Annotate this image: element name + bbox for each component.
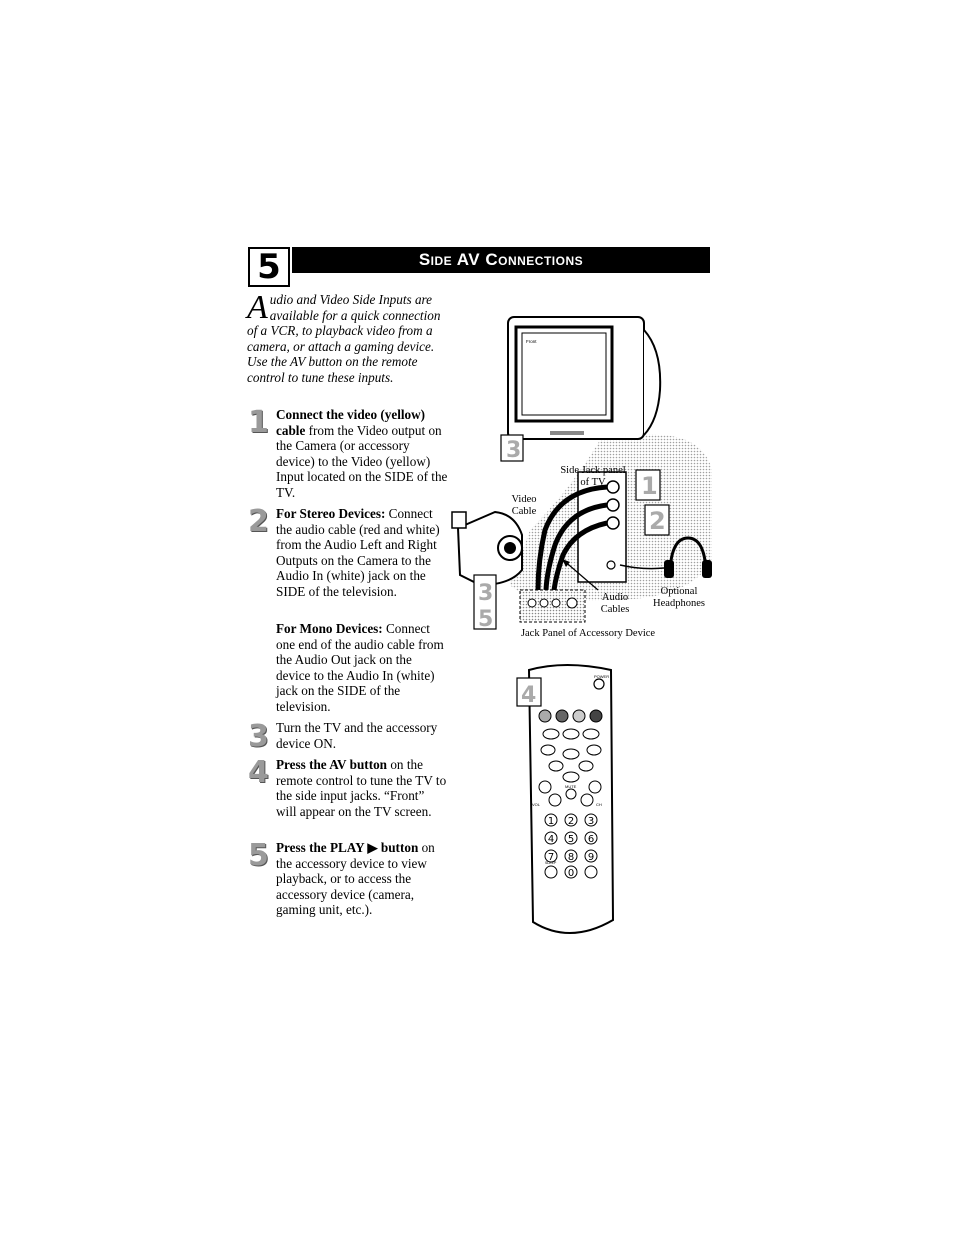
power-button [593, 678, 605, 690]
step-2-bold: For Stereo Devices: [276, 506, 386, 521]
step-2-text: For Stereo Devices: Connect the audio ca… [276, 506, 448, 600]
step-1-text: Connect the video (yellow) cable from th… [276, 407, 448, 501]
remote-control-illustration: 4 POWER VOL CH MUTE 1 2 3 4 5 6 7 8 9 0 … [516, 664, 615, 934]
step-5-text: Press the PLAY ▶ button on the accessory… [276, 840, 448, 918]
tv-illustration [507, 316, 662, 440]
connection-diagram: Front 3 1 2 3 5 [451, 316, 712, 632]
callout-device-3: 3 [478, 581, 493, 606]
headphones-illustration [619, 536, 712, 578]
key-3: 3 [588, 816, 594, 827]
step-4-body: on the remote control to tune the TV to … [276, 757, 447, 819]
step-4-text: Press the AV button on the remote contro… [276, 757, 448, 819]
step-3-number: 3 [248, 719, 269, 754]
step-1-body: from the Video output on the Camera (or … [276, 422, 448, 500]
mono-devices-body: Connect one end of the audio cable from … [276, 621, 444, 714]
callout-tv-3: 3 [506, 438, 521, 463]
step-2-body: Connect the audio cable (red and white) … [276, 506, 440, 599]
step-4-bold: Press the AV button [276, 757, 388, 772]
audio-cables-label: Audio Cables [600, 592, 630, 615]
power-label: POWER [594, 674, 609, 679]
key-0: 0 [568, 868, 574, 879]
section-title-bar: Side AV Connections [292, 247, 710, 273]
side-jack-panel-label: Side Jack panel of TV [560, 465, 626, 488]
intro-dropcap: A [247, 289, 268, 326]
video-cable-label: Video Cable [511, 494, 537, 517]
callout-video-1: 1 [641, 472, 658, 500]
step-1-number: 1 [248, 405, 269, 440]
step-4-number: 4 [248, 755, 269, 790]
step-3-text: Turn the TV and the accessory device ON. [276, 720, 448, 751]
section-number-box: 5 [248, 247, 290, 287]
key-9: 9 [588, 852, 594, 863]
jack-panel-accessory-label: Jack Panel of Accessory Device [520, 628, 656, 639]
sleep-label: SLEEP [545, 861, 557, 865]
step-2-number: 2 [248, 504, 269, 539]
vol-label: VOL [532, 802, 541, 807]
camera-illustration [451, 510, 523, 587]
mono-devices-text: For Mono Devices: Connect one end of the… [276, 621, 448, 715]
mono-devices-bold: For Mono Devices: [276, 621, 383, 636]
key-2: 2 [568, 816, 574, 827]
optional-headphones-label: Optional Headphones [653, 586, 705, 609]
tv-screen-text: Front [526, 339, 537, 344]
key-1: 1 [548, 816, 554, 827]
callout-device-5: 5 [478, 607, 493, 632]
intro-text: udio and Video Side Inputs are available… [247, 292, 441, 385]
mute-label: MUTE [565, 784, 577, 789]
callout-remote-4: 4 [521, 683, 536, 708]
section-number: 5 [257, 247, 281, 287]
step-5-body: on the accessory device to view playback… [276, 840, 435, 918]
step-5-number: 5 [248, 838, 269, 873]
step-1-bold: Connect the video (yellow) cable [276, 407, 426, 438]
ch-label: CH [596, 802, 602, 807]
key-6: 6 [588, 834, 594, 845]
callout-audio-2: 2 [649, 507, 666, 535]
key-4: 4 [548, 834, 554, 845]
section-title: Side AV Connections [418, 250, 584, 269]
key-5: 5 [568, 834, 574, 845]
key-7: 7 [548, 852, 554, 863]
step-3-body: Turn the TV and the accessory device ON. [276, 720, 438, 751]
key-8: 8 [568, 852, 574, 863]
step-5-bold: Press the PLAY ▶ button [276, 840, 419, 855]
